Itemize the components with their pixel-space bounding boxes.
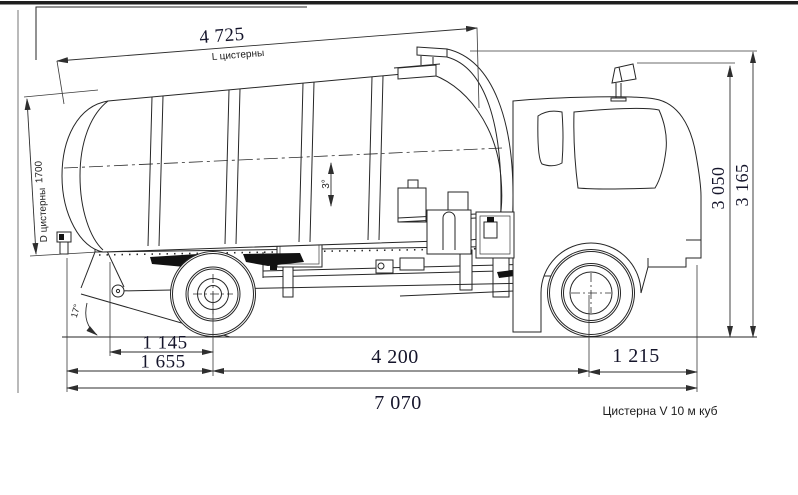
pump-equipment (397, 179, 515, 259)
dim-front-overhang: 1 215 (612, 345, 660, 367)
dim-wheelbase: 4 200 (371, 346, 419, 368)
beacon (610, 63, 637, 102)
dim-tank-length: 4 725 (198, 23, 246, 49)
manhole-hatch (397, 64, 437, 80)
cab (512, 63, 702, 333)
tank-centerline (63, 147, 503, 169)
dim-rear-axle-to-frame-end: 1 145 (142, 332, 188, 354)
sheet-border-fragments (0, 1, 798, 393)
cistern-tank (61, 46, 514, 259)
dim-height-overall: 3 165 (732, 163, 752, 207)
dim-height-to-beacon: 3 050 (708, 166, 728, 210)
dim-tank-diameter-label: D цистерны (37, 187, 50, 243)
door-window (573, 107, 667, 190)
front-wheel (547, 249, 635, 337)
dimension-lines (23, 25, 757, 392)
dim-rear-axle-to-tip: 1 655 (140, 351, 186, 373)
dim-tank-tilt-angle: 3° (321, 179, 332, 189)
dim-tank-diameter: 1700 (33, 160, 46, 184)
tank-volume-note: Цистерна V 10 м куб (602, 404, 718, 418)
dim-overall-length: 7 070 (374, 392, 422, 414)
side-window (537, 110, 564, 167)
